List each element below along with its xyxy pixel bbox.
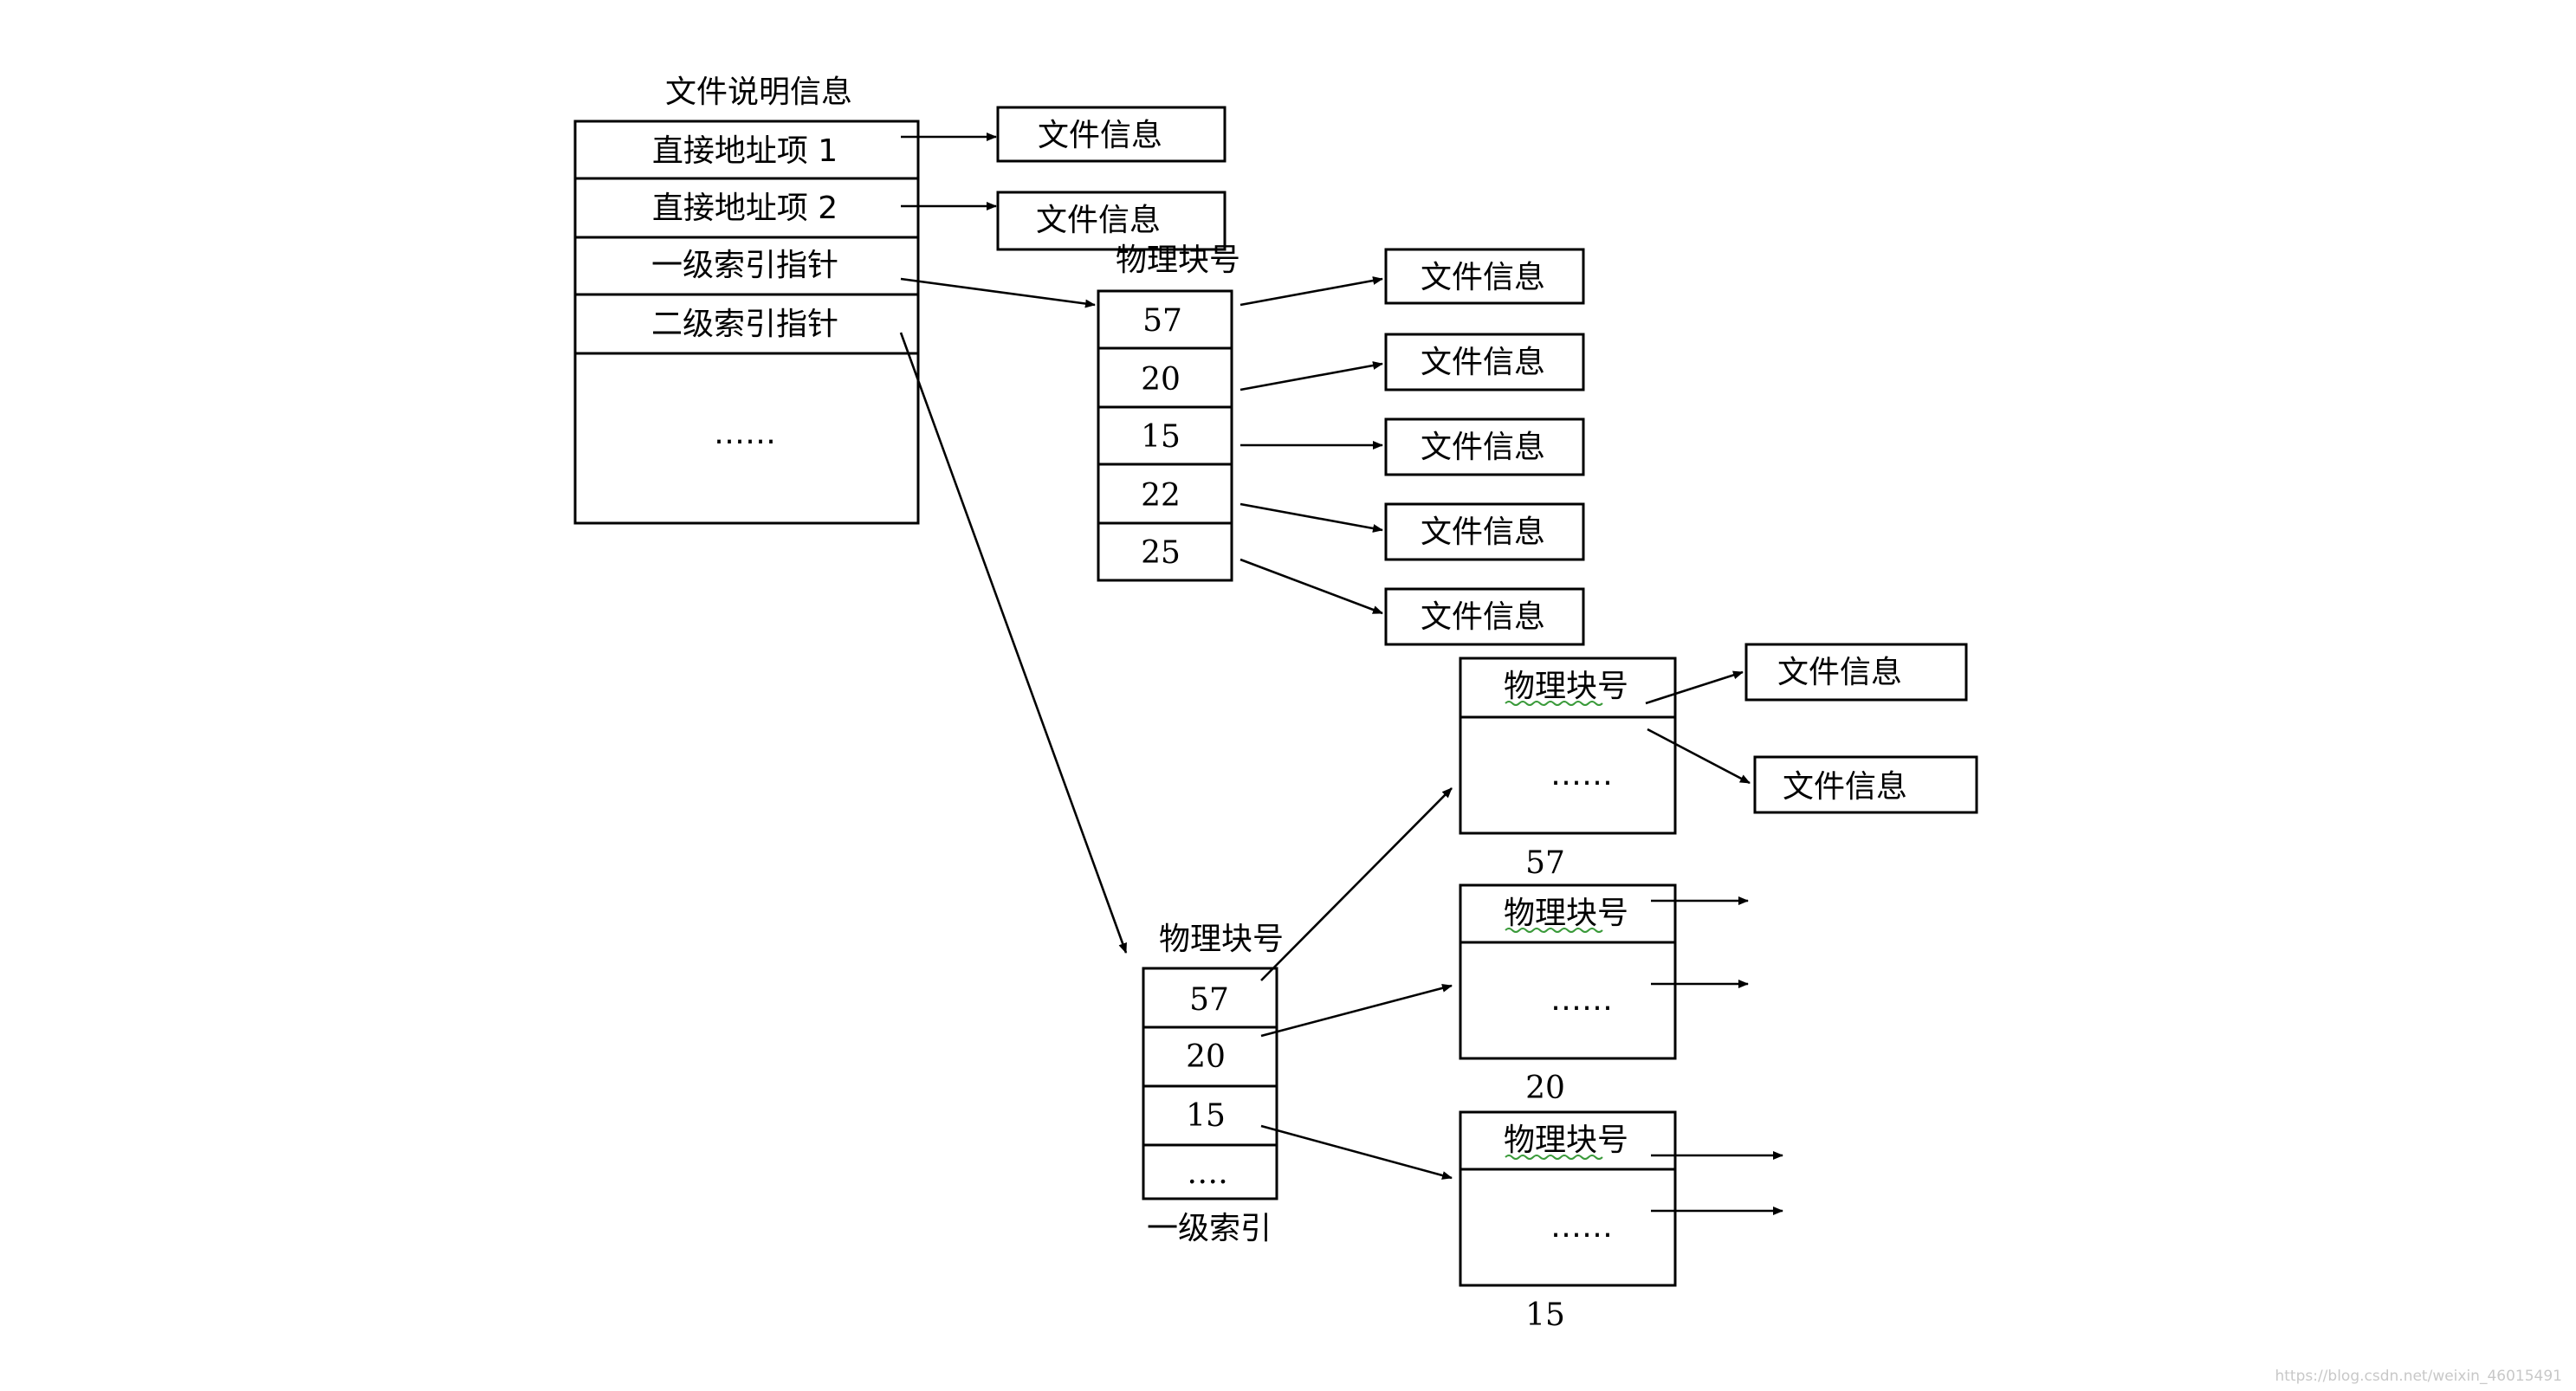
arrow-block-22 <box>1239 502 1383 533</box>
level2-index-row <box>1142 1025 1278 1088</box>
file-info-box <box>1753 755 1978 814</box>
level2-index-caption: 一级索引 <box>1147 1211 1272 1246</box>
subblock-57-file-info-boxes: 文件信息 文件信息 <box>1744 643 1978 814</box>
subblock-number: 20 <box>1525 1071 1565 1106</box>
arrow-block-57 <box>1239 276 1383 307</box>
level1-index-value: 25 <box>1141 535 1181 571</box>
watermark: https://blog.csdn.net/weixin_46015491 <box>2275 1368 2562 1385</box>
subblock-number: 57 <box>1525 845 1565 881</box>
subblock-20: 物理块号 …… 20 <box>1459 883 1677 1106</box>
file-info-box <box>996 106 1227 163</box>
subblock-header: 物理块号 <box>1504 1123 1628 1158</box>
level2-index-row <box>1142 967 1278 1029</box>
level1-index-value: 15 <box>1141 419 1181 455</box>
file-info-label: 文件信息 <box>1783 769 1907 805</box>
file-info-label: 文件信息 <box>1421 514 1545 550</box>
arrow-subblock-57-file-1 <box>1645 670 1744 705</box>
level2-index-value: 15 <box>1186 1098 1226 1134</box>
fcb-row-label: 直接地址项 1 <box>652 133 838 169</box>
file-info-label: 文件信息 <box>1036 203 1161 238</box>
file-info-label: 文件信息 <box>1421 430 1545 465</box>
fcb-row-label: 直接地址项 2 <box>652 191 838 226</box>
spellcheck-squiggle <box>1505 928 1603 933</box>
fcb-ellipsis: …… <box>714 416 776 451</box>
subblock-57: 物理块号 …… 57 <box>1459 657 1677 881</box>
subblock-number: 15 <box>1525 1297 1565 1333</box>
level2-index-row <box>1142 1143 1278 1200</box>
arrow-subblock-57-file-2 <box>1647 728 1751 785</box>
file-info-label: 文件信息 <box>1777 655 1902 690</box>
arrow-level2-pointer <box>899 332 1128 954</box>
file-info-box <box>996 191 1227 251</box>
level2-index-value: 57 <box>1189 982 1229 1018</box>
file-info-label: 文件信息 <box>1038 118 1162 153</box>
subblock-ellipsis: …… <box>1550 1209 1613 1245</box>
subblock-ellipsis: …… <box>1550 982 1613 1018</box>
subblock-body-row <box>1459 941 1677 1060</box>
fcb-row-label: 一级索引指针 <box>651 248 838 283</box>
file-info-box <box>1744 643 1968 702</box>
level1-index-header: 物理块号 <box>1116 243 1240 278</box>
fcb-row-direct-1 <box>573 120 920 180</box>
level2-index-block: 物理块号 57 20 15 …. 一级索引 <box>1142 922 1284 1246</box>
fcb-row-direct-2 <box>573 177 920 239</box>
file-info-box <box>1384 417 1585 476</box>
arrow-to-subblock-15 <box>1260 1124 1453 1180</box>
file-info-label: 文件信息 <box>1421 345 1545 380</box>
level1-index-row <box>1097 521 1233 582</box>
arrow-level1-pointer <box>900 277 1096 308</box>
level1-index-value: 22 <box>1141 478 1181 514</box>
file-info-box <box>1384 248 1585 305</box>
subblock-body-row <box>1459 715 1677 835</box>
level2-index-row <box>1142 1084 1278 1147</box>
level2-index-header: 物理块号 <box>1159 922 1284 957</box>
file-info-box <box>1384 502 1585 561</box>
file-info-box <box>1384 333 1585 391</box>
subblock-header: 物理块号 <box>1504 669 1628 704</box>
spellcheck-squiggle <box>1505 1155 1603 1160</box>
level1-file-info-boxes: 文件信息 文件信息 文件信息 文件信息 文件信息 <box>1384 248 1585 646</box>
fcb-row-level2 <box>573 293 920 355</box>
file-info-box <box>1384 587 1585 646</box>
file-info-label: 文件信息 <box>1421 599 1545 635</box>
arrow-block-25 <box>1239 558 1383 615</box>
direct-file-info-boxes: 文件信息 文件信息 <box>996 106 1227 251</box>
arrow-to-subblock-20 <box>1260 983 1453 1038</box>
level1-index-value: 20 <box>1141 362 1181 398</box>
subblock-header-row <box>1459 1110 1677 1171</box>
arrow-to-subblock-57 <box>1260 787 1453 981</box>
spellcheck-squiggle <box>1505 701 1603 706</box>
level2-index-value: 20 <box>1186 1039 1226 1075</box>
subblock-header-row <box>1459 883 1677 944</box>
subblock-15: 物理块号 …… 15 <box>1459 1110 1677 1333</box>
subblock-ellipsis: …… <box>1550 757 1613 793</box>
level1-index-block: 物理块号 57 20 15 22 25 <box>1097 243 1240 582</box>
arrow-block-20 <box>1239 361 1383 391</box>
level1-index-value: 57 <box>1142 303 1182 339</box>
file-info-label: 文件信息 <box>1421 260 1545 295</box>
level2-index-ellipsis: …. <box>1187 1155 1227 1191</box>
fcb-table: 文件说明信息 直接地址项 1 直接地址项 2 一级索引指针 二级索引指针 …… <box>573 74 920 525</box>
fcb-title: 文件说明信息 <box>665 74 852 110</box>
subblock-body-row <box>1459 1168 1677 1287</box>
fcb-row-rest <box>573 352 920 525</box>
subblock-header: 物理块号 <box>1504 896 1628 931</box>
fcb-row-label: 二级索引指针 <box>651 307 838 342</box>
level1-index-row <box>1097 463 1233 525</box>
